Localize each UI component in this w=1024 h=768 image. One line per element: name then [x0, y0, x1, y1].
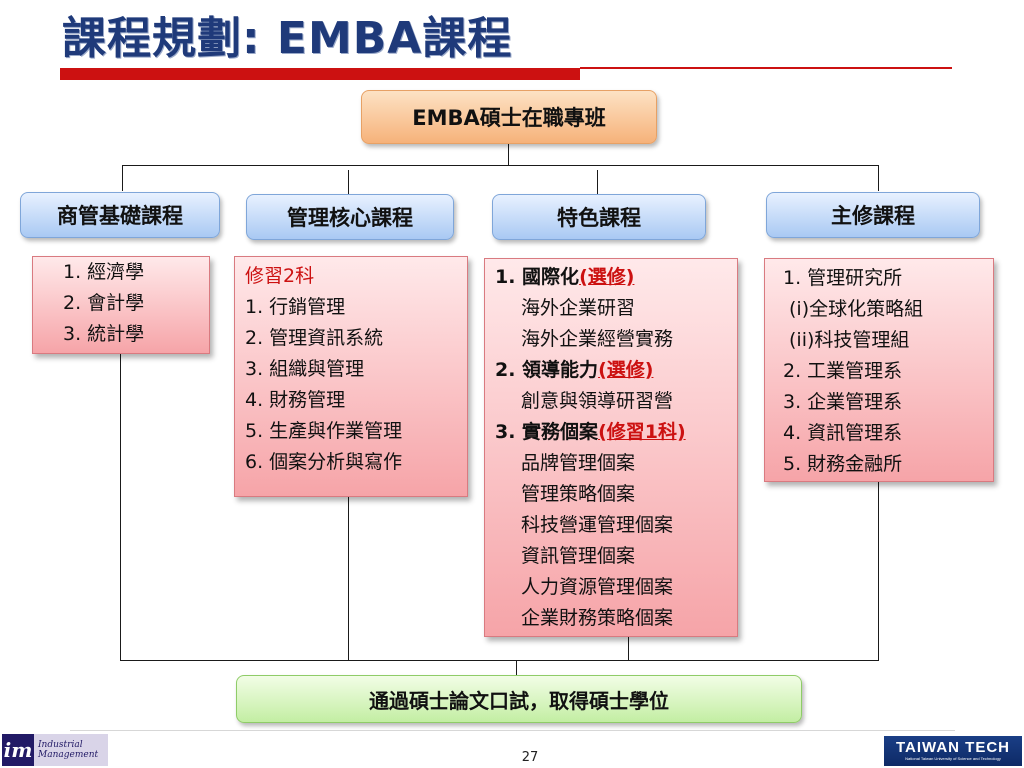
- requirement-note: 修習2科: [245, 265, 315, 287]
- group-title: 2. 領導能力: [495, 359, 599, 381]
- im-logo-icon: im: [2, 734, 34, 766]
- course-item: 管理策略個案: [521, 483, 636, 505]
- course-item: 3. 企業管理系: [783, 391, 903, 413]
- course-item: 2. 會計學: [63, 292, 145, 314]
- category-node-major: 主修課程: [766, 192, 980, 238]
- footer-divider: [70, 730, 955, 731]
- course-item: 1. 管理研究所: [783, 267, 903, 289]
- category-node-management-core: 管理核心課程: [246, 194, 454, 240]
- outcome-label: 通過碩士論文口試，取得碩士學位: [369, 688, 669, 713]
- course-item: 3. 統計學: [63, 323, 145, 345]
- course-item: 海外企業經營實務: [521, 328, 674, 350]
- title-underline-rule: [580, 67, 952, 69]
- category-label: 特色課程: [557, 206, 641, 230]
- course-item: 人力資源管理個案: [521, 576, 674, 598]
- course-item: 5. 財務金融所: [783, 453, 903, 475]
- taiwan-tech-logo: TAIWAN TECH National Taiwan University o…: [884, 736, 1022, 766]
- category-label: 管理核心課程: [287, 206, 413, 230]
- course-group-heading: 3. 實務個案(修習1科): [495, 417, 729, 448]
- requirement-tag: (修習1科): [598, 421, 686, 443]
- course-item: 3. 組織與管理: [245, 358, 365, 380]
- elective-tag: (選修): [579, 266, 635, 288]
- course-item: 6. 個案分析與寫作: [245, 451, 403, 473]
- category-label: 商管基礎課程: [57, 204, 183, 228]
- program-node: EMBA碩士在職專班: [361, 90, 657, 144]
- title-underline-bar: [60, 68, 580, 80]
- business-foundation-course-list: 1. 經濟學 2. 會計學 3. 統計學: [32, 256, 210, 354]
- program-label: EMBA碩士在職專班: [412, 106, 606, 130]
- logo-name: TAIWAN TECH: [895, 739, 1011, 756]
- course-item: 海外企業研習: [521, 297, 636, 319]
- course-item: 品牌管理個案: [521, 452, 636, 474]
- course-subitem: (ii)科技管理組: [789, 329, 910, 351]
- course-item: 5. 生產與作業管理: [245, 420, 403, 442]
- course-group-heading: 2. 領導能力(選修): [495, 355, 729, 386]
- industrial-management-logo: im Industrial Management: [2, 734, 108, 766]
- page-number: 27: [521, 750, 539, 765]
- course-item: 2. 工業管理系: [783, 360, 903, 382]
- major-course-list: 1. 管理研究所 (i)全球化策略組 (ii)科技管理組 2. 工業管理系 3.…: [764, 258, 994, 482]
- course-item: 科技營運管理個案: [521, 514, 674, 536]
- category-label: 主修課程: [831, 204, 915, 228]
- management-core-course-list: 修習2科 1. 行銷管理 2. 管理資訊系統 3. 組織與管理 4. 財務管理 …: [234, 256, 468, 497]
- course-item: 創意與領導研習營: [521, 390, 674, 412]
- course-subitem: (i)全球化策略組: [789, 298, 924, 320]
- course-item: 1. 經濟學: [63, 261, 145, 283]
- category-node-featured: 特色課程: [492, 194, 706, 240]
- featured-course-list: 1. 國際化(選修) 海外企業研習 海外企業經營實務 2. 領導能力(選修) 創…: [484, 258, 738, 637]
- group-title: 1. 國際化: [495, 266, 580, 288]
- logo-text-line: Management: [38, 750, 99, 760]
- course-item: 資訊管理個案: [521, 545, 636, 567]
- category-node-business-foundation: 商管基礎課程: [20, 192, 220, 238]
- logo-subtitle: National Taiwan University of Science an…: [905, 756, 1001, 761]
- elective-tag: (選修): [598, 359, 654, 381]
- course-item: 4. 財務管理: [245, 389, 346, 411]
- course-group-heading: 1. 國際化(選修): [495, 262, 729, 293]
- outcome-node: 通過碩士論文口試，取得碩士學位: [236, 675, 802, 723]
- slide-title: 課程規劃: EMBA課程: [62, 13, 513, 64]
- logo-text-line: Industrial: [38, 740, 83, 750]
- course-item: 2. 管理資訊系統: [245, 327, 384, 349]
- course-item: 4. 資訊管理系: [783, 422, 903, 444]
- group-title: 3. 實務個案: [495, 421, 599, 443]
- course-item: 企業財務策略個案: [521, 607, 674, 629]
- course-item: 1. 行銷管理: [245, 296, 346, 318]
